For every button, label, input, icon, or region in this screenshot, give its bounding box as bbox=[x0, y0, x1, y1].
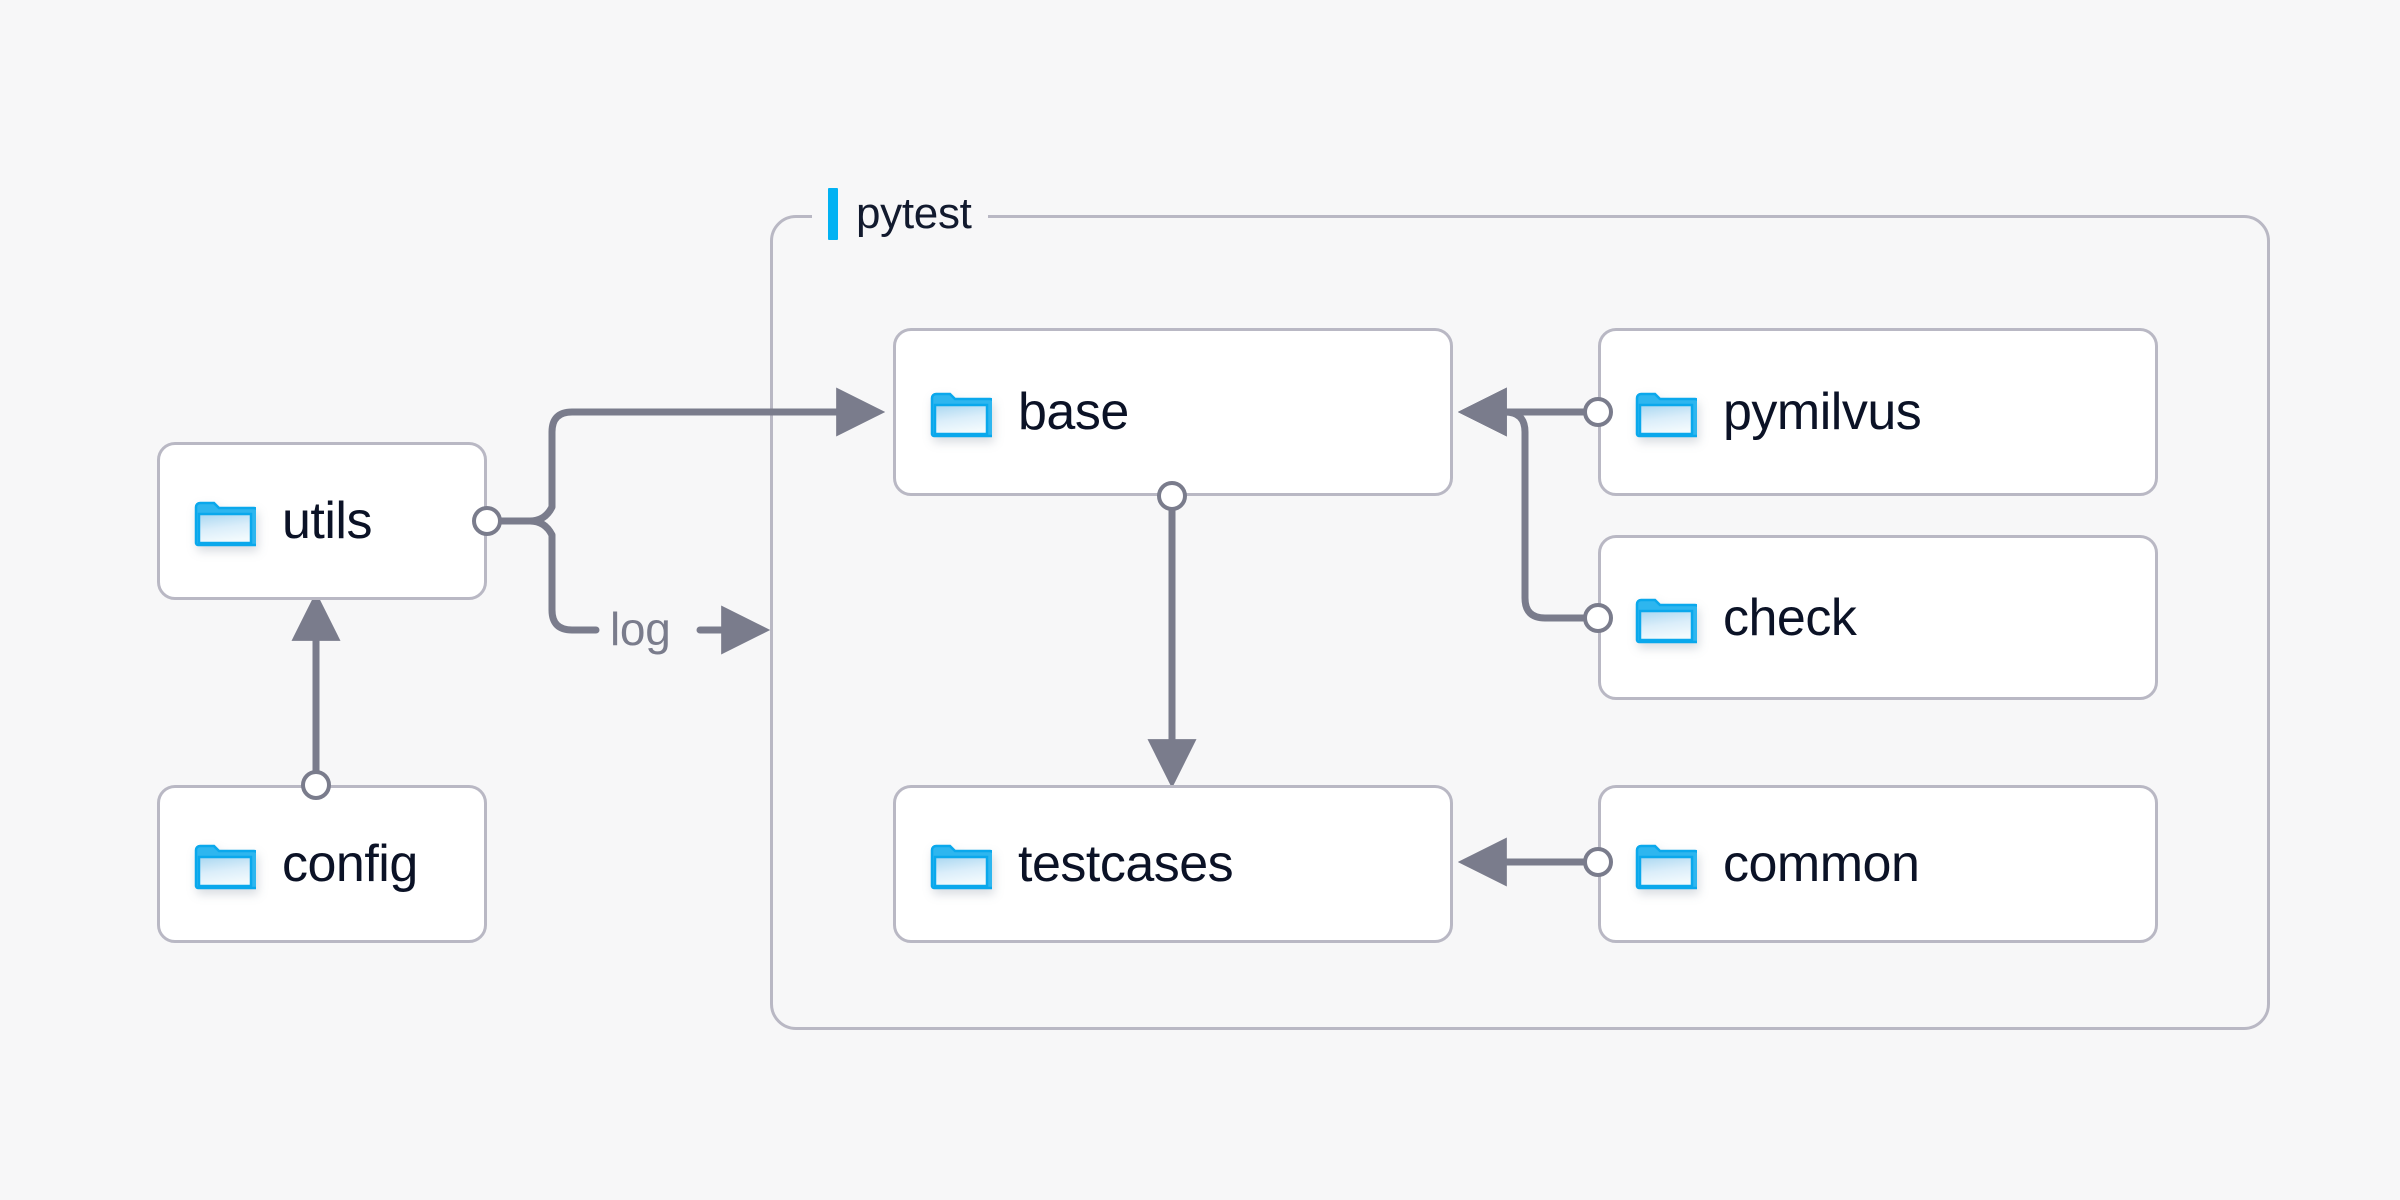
node-base[interactable]: base bbox=[893, 328, 1453, 496]
node-check[interactable]: check bbox=[1598, 535, 2158, 700]
connector-dot-common-left[interactable] bbox=[1583, 847, 1613, 877]
node-testcases[interactable]: testcases bbox=[893, 785, 1453, 943]
node-utils-label: utils bbox=[282, 492, 372, 550]
group-pytest-label-text: pytest bbox=[856, 189, 972, 238]
edge-label-log: log bbox=[600, 602, 681, 656]
folder-icon bbox=[194, 838, 256, 890]
folder-icon bbox=[930, 386, 992, 438]
node-testcases-label: testcases bbox=[1018, 835, 1234, 893]
connector-dot-base-bottom[interactable] bbox=[1157, 481, 1187, 511]
node-pymilvus[interactable]: pymilvus bbox=[1598, 328, 2158, 496]
node-common[interactable]: common bbox=[1598, 785, 2158, 943]
node-base-label: base bbox=[1018, 383, 1129, 441]
folder-icon bbox=[930, 838, 992, 890]
edge-utils-to-pytest-log-left bbox=[526, 517, 600, 634]
connector-dot-config-top[interactable] bbox=[301, 770, 331, 800]
node-config[interactable]: config bbox=[157, 785, 487, 943]
connector-dot-utils-right[interactable] bbox=[472, 506, 502, 536]
folder-icon bbox=[1635, 386, 1697, 438]
folder-icon bbox=[1635, 592, 1697, 644]
connector-dot-check-left[interactable] bbox=[1583, 603, 1613, 633]
node-utils[interactable]: utils bbox=[157, 442, 487, 600]
node-common-label: common bbox=[1723, 835, 1920, 893]
group-accent-bar bbox=[828, 188, 838, 240]
connector-dot-pymilvus-left[interactable] bbox=[1583, 397, 1613, 427]
node-pymilvus-label: pymilvus bbox=[1723, 383, 1922, 441]
node-check-label: check bbox=[1723, 588, 1857, 647]
group-pytest-label: pytest bbox=[812, 188, 988, 240]
folder-icon bbox=[194, 495, 256, 547]
group-pytest[interactable] bbox=[770, 215, 2270, 1030]
node-config-label: config bbox=[282, 835, 418, 893]
folder-icon bbox=[1635, 838, 1697, 890]
